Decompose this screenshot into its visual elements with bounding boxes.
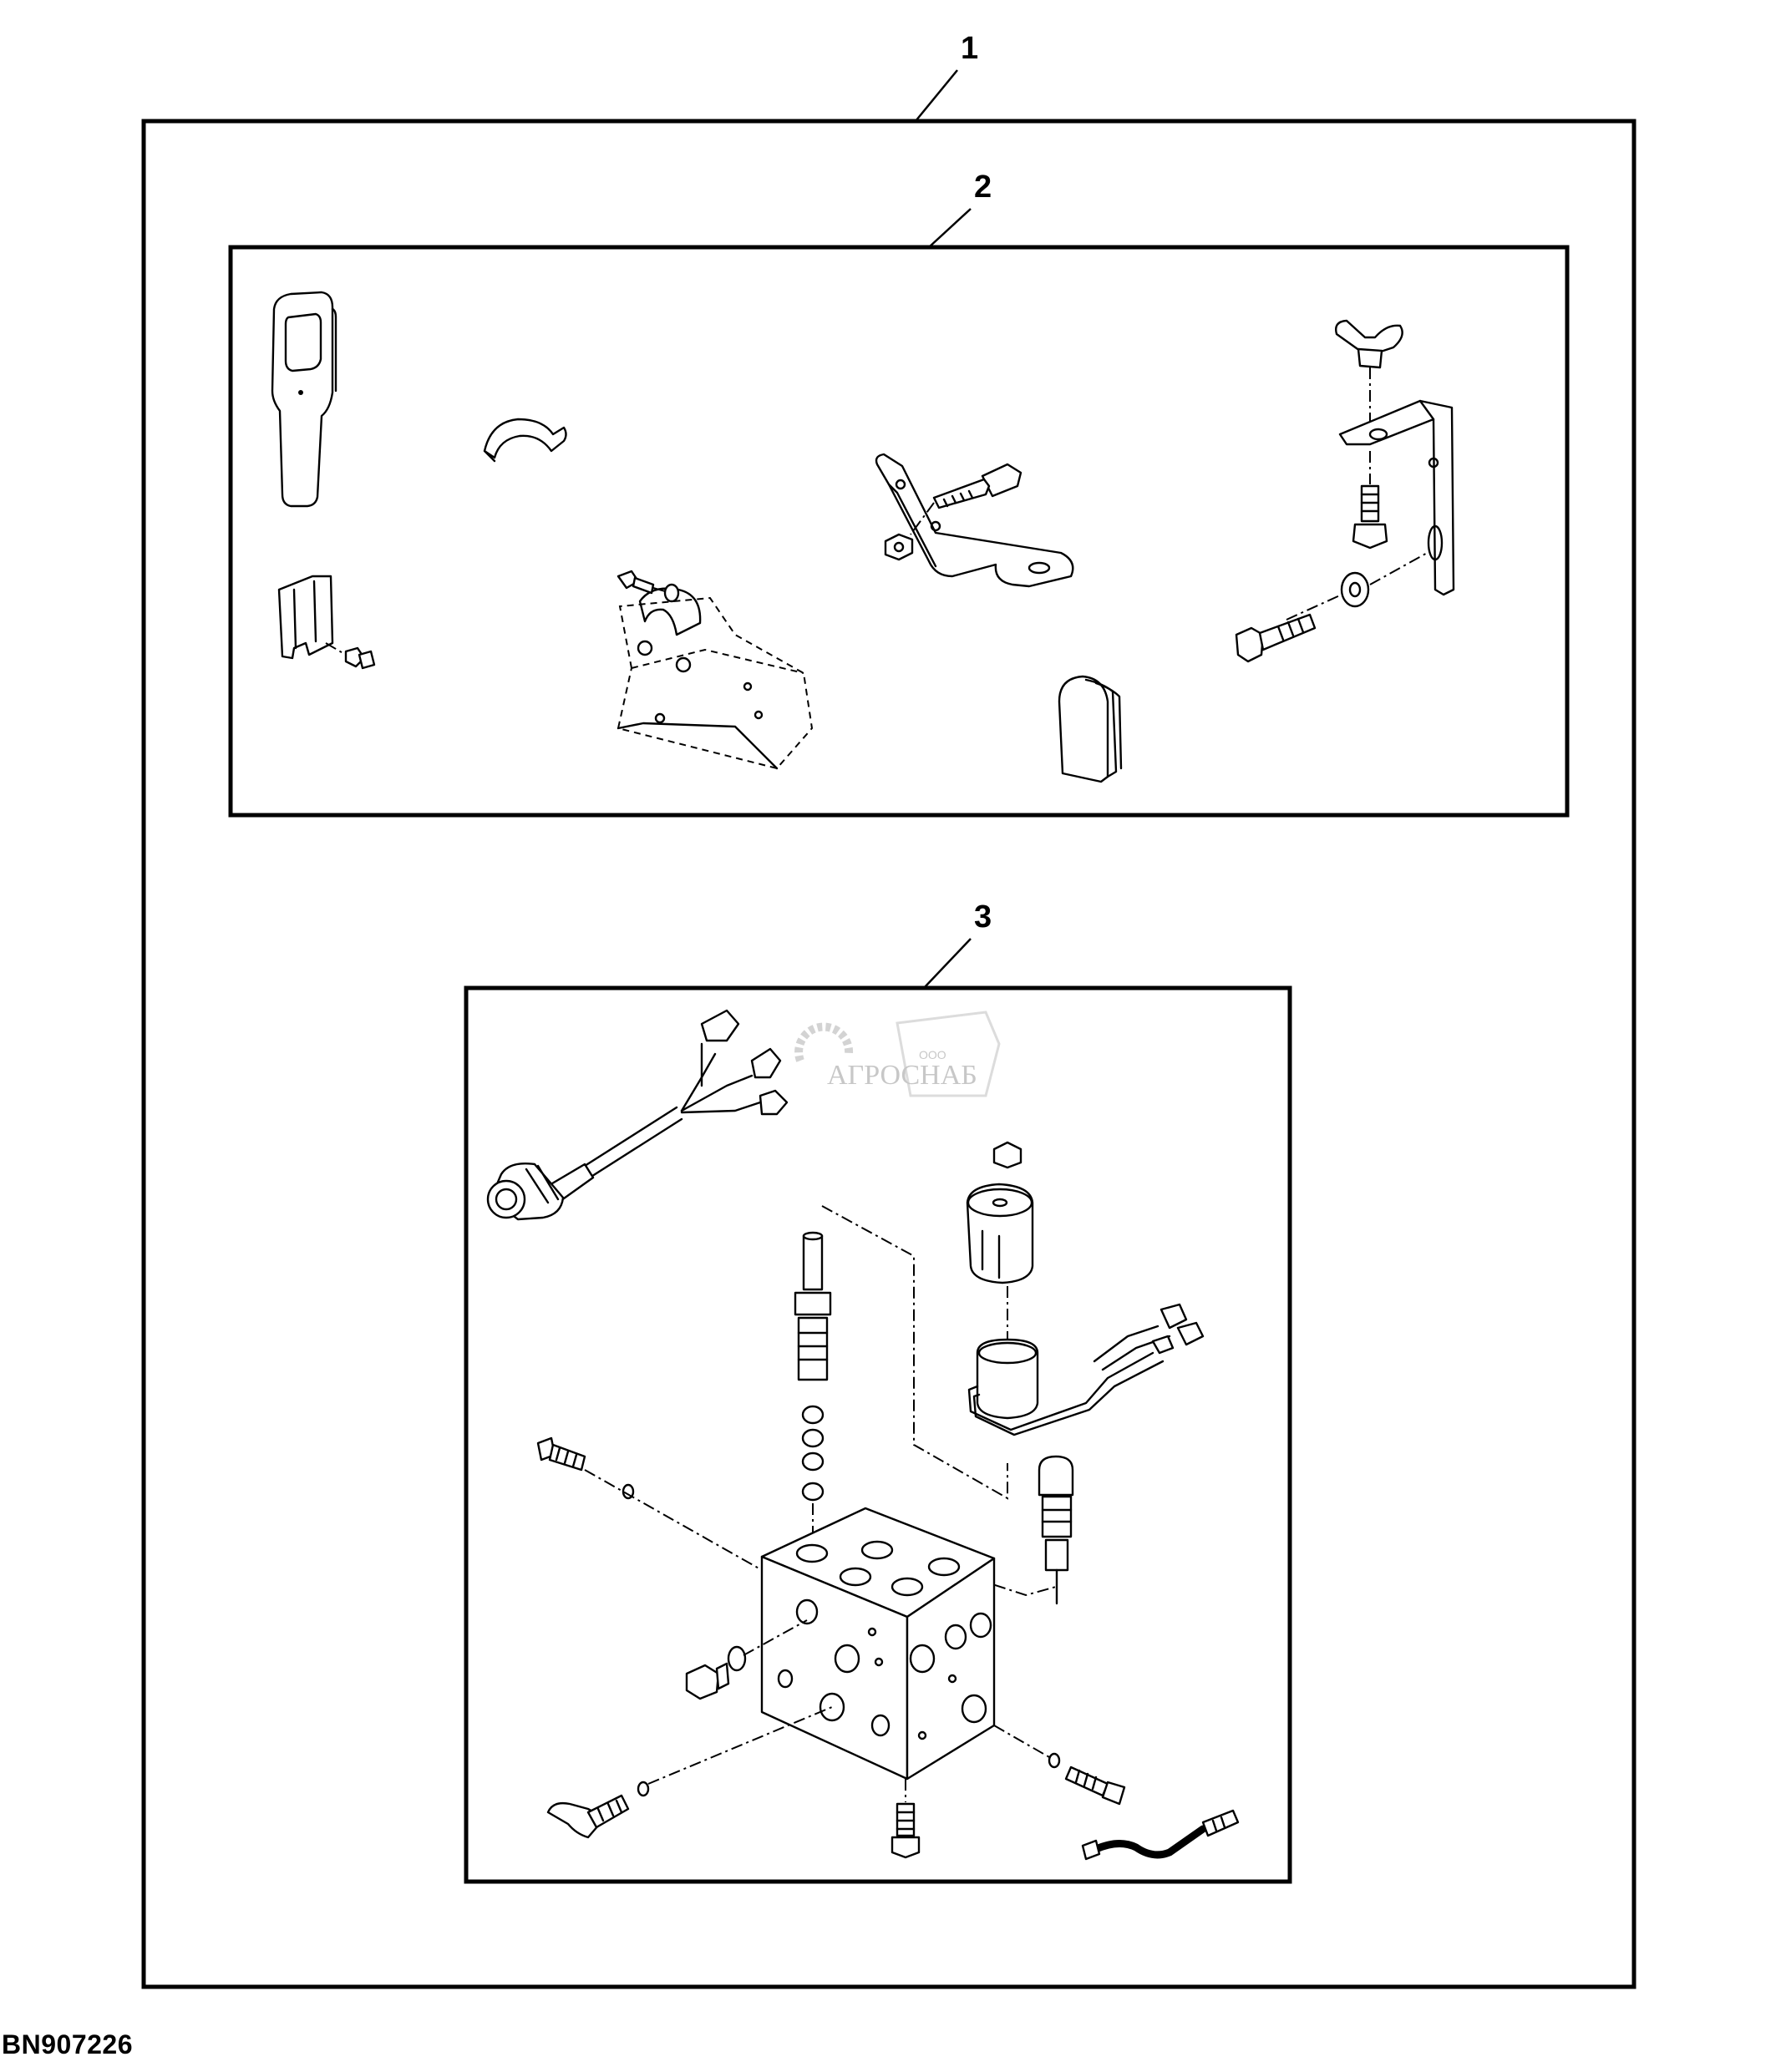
hex-bolt-part bbox=[1235, 613, 1317, 663]
clip-part bbox=[277, 575, 376, 670]
bent-bracket-part bbox=[875, 453, 1074, 588]
leader-2 bbox=[928, 208, 972, 248]
mount-plate-part bbox=[617, 587, 814, 770]
callout-2: 2 bbox=[974, 170, 992, 205]
carriage-bolt-part bbox=[1352, 484, 1388, 550]
manifold-block-part bbox=[760, 1507, 996, 1781]
fitting-right-bottom bbox=[993, 1725, 1126, 1806]
watermark-brand: АГРОСНАБ bbox=[827, 1060, 977, 1091]
cartridge-valve-part bbox=[794, 1231, 832, 1553]
small-bolt-part bbox=[617, 570, 680, 603]
leader-1 bbox=[915, 69, 958, 122]
kit-frame-2 bbox=[228, 245, 1570, 818]
wiring-harness-part bbox=[486, 1009, 789, 1221]
wrench-part bbox=[271, 291, 337, 508]
l-bracket-part bbox=[1338, 399, 1455, 596]
elbow-fitting-left bbox=[546, 1706, 833, 1839]
callout-1: 1 bbox=[961, 31, 978, 66]
watermark-prefix: ООО bbox=[919, 1048, 946, 1061]
rubber-cap-part bbox=[1058, 675, 1123, 783]
nut-part bbox=[884, 533, 914, 561]
plug-left bbox=[685, 1619, 808, 1700]
fitting-left-top bbox=[536, 1436, 763, 1571]
kit-frame-3 bbox=[464, 985, 1292, 1884]
wing-nut-part bbox=[1335, 319, 1403, 369]
bolt-part bbox=[910, 463, 1022, 535]
clamp-part bbox=[483, 418, 567, 463]
pressure-switch-part bbox=[1038, 1455, 1074, 1605]
kit-frame-1 bbox=[141, 119, 1636, 1989]
leader-3 bbox=[923, 938, 972, 989]
bolt-bottom bbox=[891, 1779, 921, 1859]
callout-3: 3 bbox=[974, 899, 992, 935]
washer-part bbox=[1340, 571, 1370, 608]
figure-id: BN907226 bbox=[2, 2029, 133, 2059]
solenoid-coil-part bbox=[966, 1141, 1205, 1436]
hose-part bbox=[1081, 1809, 1240, 1861]
watermark-logo: ООО АГРОСНАБ bbox=[794, 1011, 1001, 1097]
